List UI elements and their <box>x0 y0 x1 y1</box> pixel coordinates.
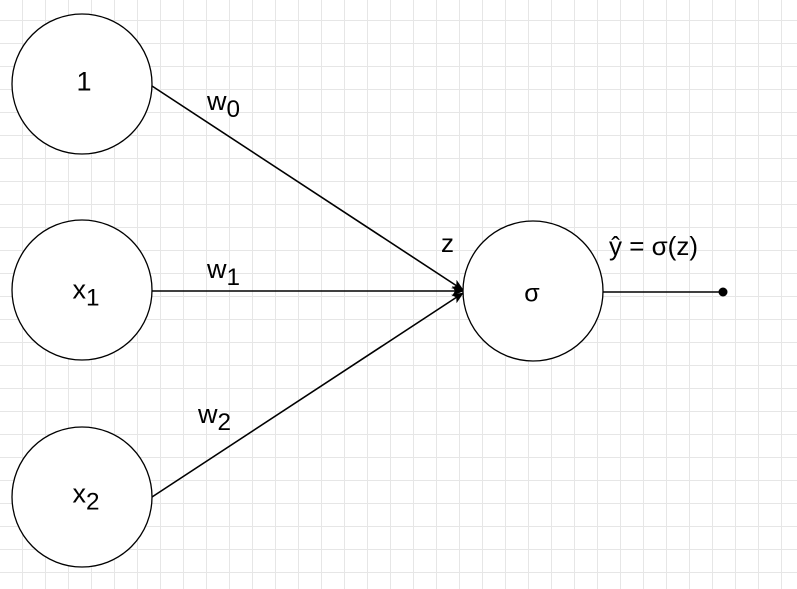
input-label-bias: 1 <box>76 66 92 97</box>
weight-label-w1: w1 <box>207 254 241 292</box>
edge-x2-to-sigma <box>151 292 464 498</box>
input-node-x1 <box>11 219 153 361</box>
activation-label-sigma: σ <box>524 279 540 308</box>
input-node-x2 <box>11 426 153 568</box>
sum-label-z: z <box>441 228 454 258</box>
input-label-x2: x2 <box>72 478 100 516</box>
edge-bias-to-sigma <box>151 85 464 291</box>
weight-label-w0: w0 <box>207 86 241 124</box>
activation-node-sigma <box>462 220 604 362</box>
output-endpoint-dot <box>718 287 728 297</box>
weight-label-w2: w2 <box>198 399 232 437</box>
output-label: ŷ = σ(z) <box>609 231 698 261</box>
input-label-x1: x1 <box>72 274 100 312</box>
input-node-bias <box>11 13 153 155</box>
